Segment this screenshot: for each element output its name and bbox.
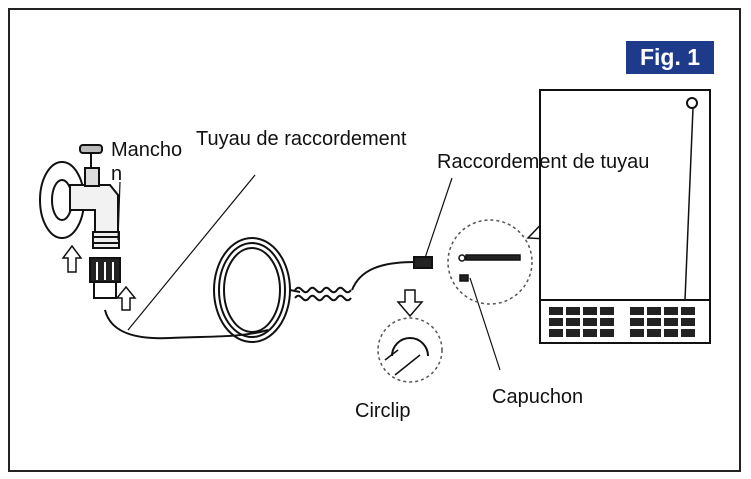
leader-lines	[117, 174, 501, 371]
arrow-up-icon	[61, 244, 137, 311]
label-raccordement-tuyau: Raccordement de tuyau	[437, 151, 650, 173]
label-capuchon: Capuchon	[492, 386, 584, 408]
appliance-icon	[539, 89, 711, 344]
hose-coil-icon	[104, 237, 433, 343]
connector-icon	[89, 257, 121, 299]
circlip-icon	[377, 317, 443, 383]
arrow-down-icon	[396, 289, 424, 318]
label-manchon-line2: n	[111, 163, 123, 185]
label-circlip: Circlip	[355, 400, 411, 422]
label-manchon-line1: Mancho	[111, 139, 183, 161]
faucet-icon	[39, 144, 120, 249]
figure-badge: Fig. 1	[626, 41, 714, 74]
capuchon-detail	[447, 219, 533, 305]
label-tuyau-raccordement: Tuyau de raccordement	[196, 128, 407, 150]
